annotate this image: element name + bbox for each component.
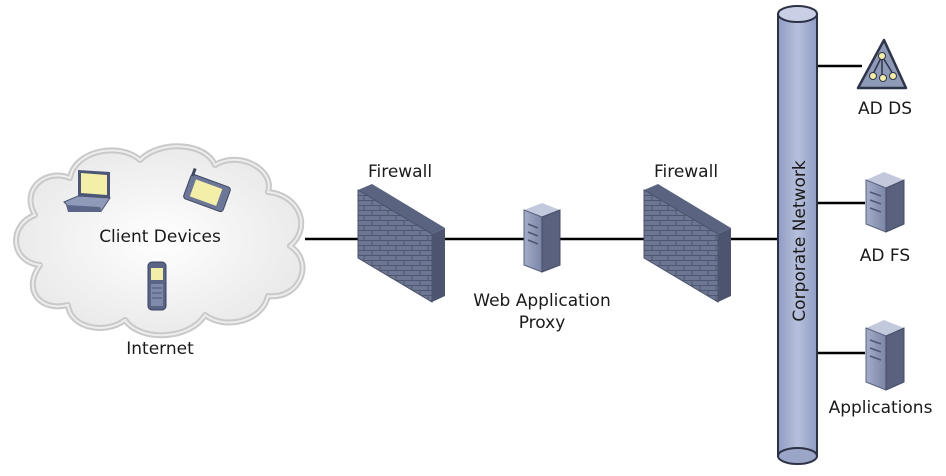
connection-lines: [305, 64, 865, 355]
proxy-label-line1: Web Application: [473, 291, 611, 311]
client-devices-label: Client Devices: [99, 227, 221, 247]
firewall-left-label: Firewall: [367, 162, 433, 182]
server-icon: [865, 320, 905, 391]
corporate-network-label: Corporate Network: [790, 160, 810, 322]
network-cylinder-icon: [777, 5, 818, 465]
proxy-label-line2: Proxy: [518, 313, 566, 333]
firewall-icon: [643, 184, 731, 303]
phone-icon: [147, 261, 167, 311]
laptop-icon: [63, 170, 111, 212]
server-icon: [865, 172, 905, 233]
applications-label: Applications: [828, 398, 933, 418]
tablet-icon: [183, 167, 231, 213]
server-icon: [523, 203, 561, 273]
firewall-right-label: Firewall: [653, 162, 719, 182]
web-application-proxy-label: Web Application Proxy: [452, 290, 632, 334]
ad-ds-label: AD DS: [857, 99, 912, 119]
firewall-icon: [357, 184, 445, 303]
ad-fs-label: AD FS: [859, 246, 911, 266]
internet-label: Internet: [126, 339, 194, 359]
directory-triangle-icon: [856, 38, 908, 90]
